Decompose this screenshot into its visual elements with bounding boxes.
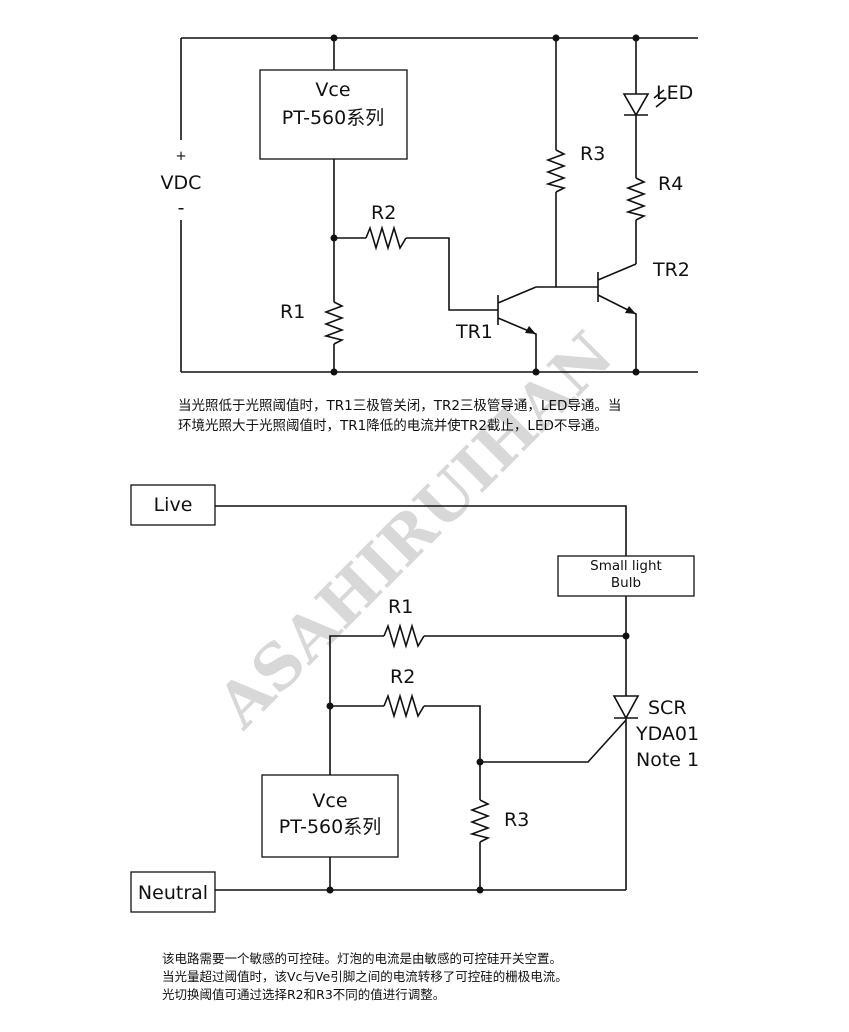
label-tr1: TR1: [455, 321, 493, 343]
label-r1-c2: R1: [388, 596, 413, 618]
junction: [632, 34, 640, 42]
led-light-arrows: [653, 89, 667, 108]
resistor-r1: [323, 301, 345, 345]
label-scr-3: Note 1: [636, 749, 699, 771]
sensor2-label-model: PT-560系列: [279, 816, 381, 838]
junction: [622, 632, 630, 640]
resistor-r3: [469, 799, 491, 843]
resistor-r1: [383, 623, 425, 649]
caption-1-line-2: 环境光照大于光照阈值时，TR1降低的电流并使TR2截止，LED不导通。: [178, 418, 608, 434]
junction: [552, 34, 560, 42]
label-scr-2: YDA01: [635, 723, 699, 745]
sensor-box-1: [259, 69, 408, 160]
label-r1: R1: [280, 301, 305, 323]
tr1-base-wire: [406, 237, 498, 311]
scr-symbol: [612, 695, 640, 720]
label-bulb-1: Small light: [590, 558, 662, 574]
live-wire: [215, 505, 627, 556]
junction: [330, 34, 338, 42]
label-r2: R2: [371, 202, 396, 224]
resistor-r2: [383, 693, 425, 719]
junction: [476, 758, 484, 766]
resistor-r2: [365, 225, 407, 251]
led-diode: [622, 93, 650, 117]
circuit-1: Vce PT-560系列 R1 R2 TR1 R3 TR2 LED: [161, 34, 698, 376]
label-r4: R4: [658, 173, 683, 195]
neutral-box: [130, 871, 216, 913]
junction: [326, 702, 334, 710]
caption-2-line-2: 当光量超过阈值时，该Vc与Ve引脚之间的电流转移了可控硅的栅极电流。: [162, 969, 568, 984]
junction: [330, 368, 338, 376]
caption-2: 该电路需要一个敏感的可控硅。灯泡的电流是由敏感的可控硅开关空置。 当光量超过阈值…: [162, 950, 568, 1004]
supply-minus: -: [178, 197, 185, 219]
label-r3: R3: [580, 143, 605, 165]
sensor-label-model: PT-560系列: [282, 107, 384, 129]
junction: [476, 886, 484, 894]
junction: [326, 886, 334, 894]
label-r2-c2: R2: [390, 666, 415, 688]
label-neutral: Neutral: [138, 882, 208, 904]
circuit-2: Live Small light Bulb R1 R2 SCR YDA01 No…: [130, 484, 699, 913]
label-bulb-2: Bulb: [611, 575, 641, 591]
caption-1-line-1: 当光照低于光照阈值时，TR1三极管关闭，TR2三极管导通，LED导通。当: [178, 398, 622, 414]
supply-label: VDC: [161, 172, 202, 194]
sensor-label-vce: Vce: [315, 79, 350, 101]
junction: [632, 368, 640, 376]
gate-wire: [480, 719, 627, 763]
label-scr-1: SCR: [648, 697, 687, 719]
live-box: [130, 484, 216, 526]
caption-2-line-3: 光切换阈值可通过选择R2和R3不同的值进行调整。: [162, 987, 446, 1002]
label-live: Live: [154, 494, 193, 516]
resistor-r4: [625, 177, 647, 221]
junction: [330, 234, 338, 242]
sensor2-label-vce: Vce: [312, 790, 347, 812]
label-led: LED: [656, 82, 693, 104]
label-tr2: TR2: [652, 259, 690, 281]
resistor-r3: [545, 149, 567, 193]
junction: [532, 368, 540, 376]
supply-plus: +: [175, 148, 186, 164]
caption-1: 当光照低于光照阈值时，TR1三极管关闭，TR2三极管导通，LED导通。当 环境光…: [178, 396, 621, 436]
label-r3-c2: R3: [504, 809, 529, 831]
caption-2-line-1: 该电路需要一个敏感的可控硅。灯泡的电流是由敏感的可控硅开关空置。: [162, 951, 563, 966]
